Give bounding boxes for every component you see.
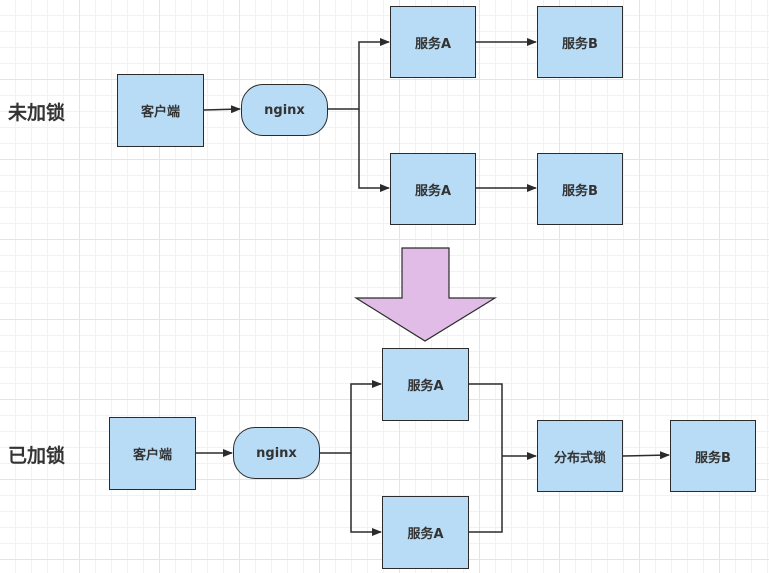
transition-arrow [353, 247, 498, 342]
edge-client-to-nginx-top [203, 105, 241, 114]
section-label-unlocked: 未加锁 [8, 102, 66, 124]
service-b-node-top-1: 服务B [537, 6, 623, 78]
distributed-lock-node: 分布式锁 [537, 420, 623, 492]
edge-nginx-to-service-a-1-bottom [320, 380, 382, 454]
edge-nginx-to-service-a-1-top [328, 38, 390, 110]
service-b-node-bottom: 服务B [670, 420, 756, 492]
service-a-node-bottom-2: 服务A [382, 496, 469, 569]
edge-nginx-to-service-a-2-bottom [350, 453, 382, 536]
edge-lock-to-service-b [622, 451, 670, 460]
service-a-node-top-2: 服务A [390, 153, 476, 225]
section-label-locked: 已加锁 [8, 445, 66, 467]
edge-nginx-to-service-a-2-top [358, 109, 390, 192]
nginx-node-bottom: nginx [233, 427, 320, 479]
service-a-node-bottom-1: 服务A [382, 348, 469, 421]
nginx-node-top: nginx [241, 84, 328, 136]
service-a-node-top-1: 服务A [390, 6, 476, 78]
service-b-node-top-2: 服务B [537, 153, 623, 225]
edge-service-a-1-to-merge [469, 383, 503, 533]
client-node-bottom: 客户端 [109, 417, 196, 490]
client-node-top: 客户端 [117, 74, 204, 147]
